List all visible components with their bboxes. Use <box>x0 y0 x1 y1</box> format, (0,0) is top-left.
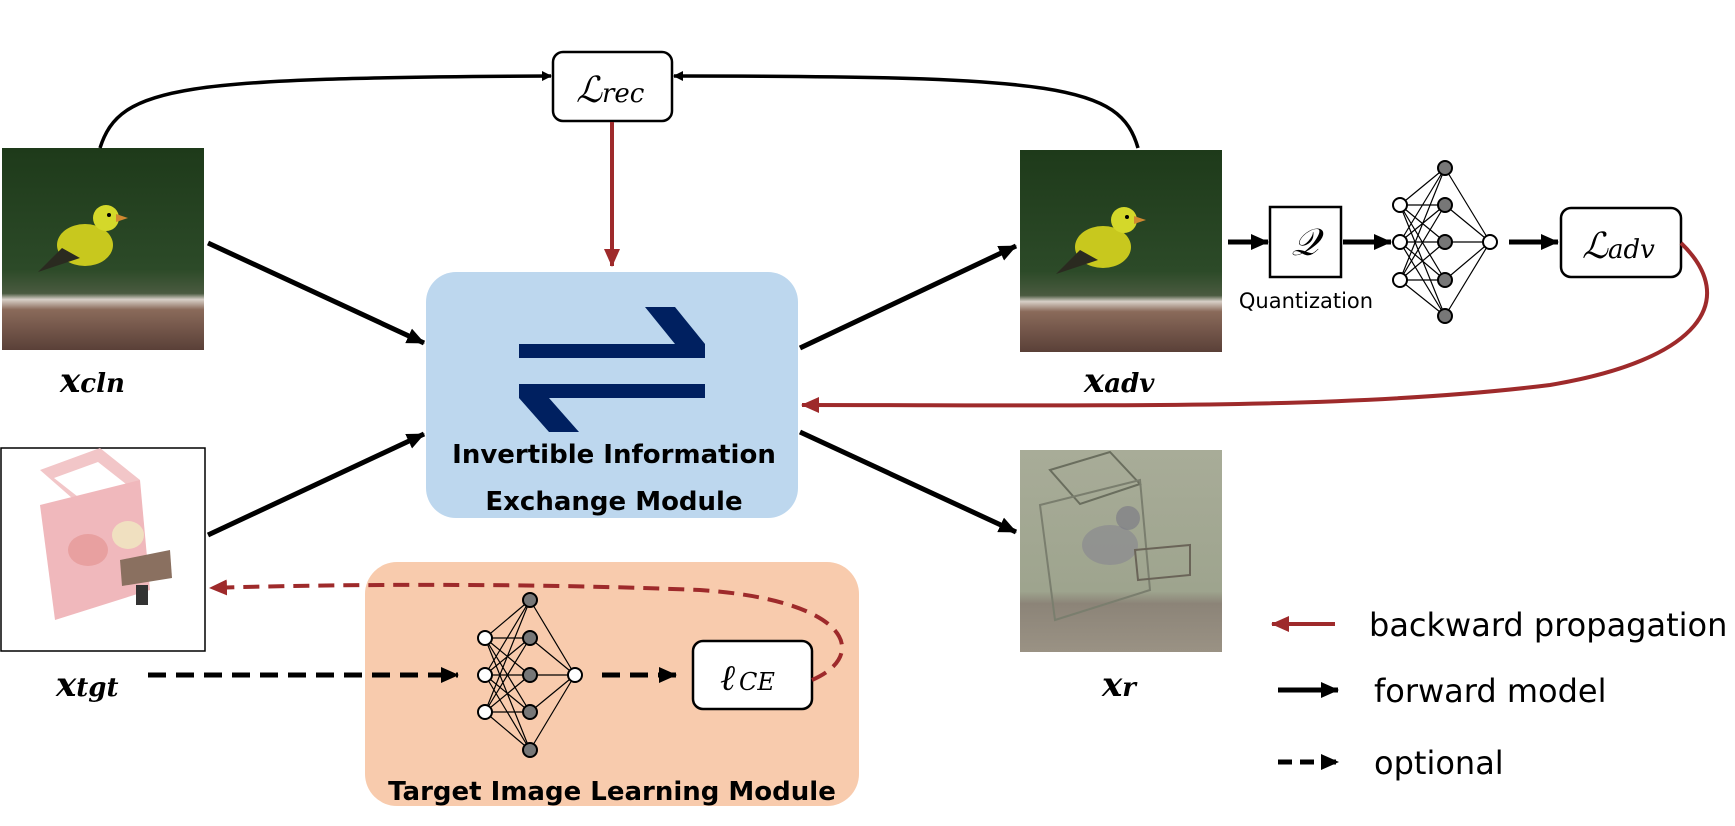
exchange-module-label-line1: Invertible Information <box>452 440 776 470</box>
reconstruction-arcs <box>98 71 1140 149</box>
legend-backward-label: backward propagation <box>1369 606 1727 644</box>
clean-label: xcln <box>59 361 125 401</box>
legend: backward propagation forward model optio… <box>1271 606 1727 782</box>
legend-optional-label: optional <box>1374 744 1504 782</box>
legend-forward-label: forward model <box>1374 672 1607 710</box>
target-label: xtgt <box>55 665 118 705</box>
svg-text:xadv: xadv <box>1083 361 1155 401</box>
adversarial-loss-box: ℒadv <box>1559 206 1683 279</box>
reconstruction-loss-box: ℒrec <box>551 50 674 123</box>
backward-arrows <box>604 122 1710 414</box>
exchange-module-label-line2: Exchange Module <box>485 487 742 517</box>
adversarial-image <box>1020 150 1222 352</box>
svg-text:ℓCE: ℓCE <box>720 658 775 699</box>
recovered-image <box>1020 450 1222 652</box>
clean-image <box>2 148 204 350</box>
svg-text:ℒrec: ℒrec <box>576 70 645 111</box>
classifier-network-icon <box>1392 160 1498 324</box>
quantization-label: Quantization <box>1239 289 1373 313</box>
svg-text:xtgt: xtgt <box>55 665 118 705</box>
target-image <box>0 447 206 652</box>
exchange-arrows-icon <box>519 307 705 432</box>
svg-text:ℒadv: ℒadv <box>1582 226 1655 267</box>
target-network-icon <box>477 592 583 758</box>
recovered-label: xr <box>1101 665 1138 705</box>
target-module-box <box>365 562 859 806</box>
svg-text:xr: xr <box>1101 665 1138 705</box>
svg-text:xcln: xcln <box>59 361 125 401</box>
target-module-label: Target Image Learning Module <box>388 777 836 807</box>
adversarial-label: xadv <box>1083 361 1155 401</box>
optional-backward-arrow <box>209 579 844 682</box>
quantization-box: 𝒬 <box>1268 205 1343 279</box>
forward-arrows <box>206 234 1559 538</box>
